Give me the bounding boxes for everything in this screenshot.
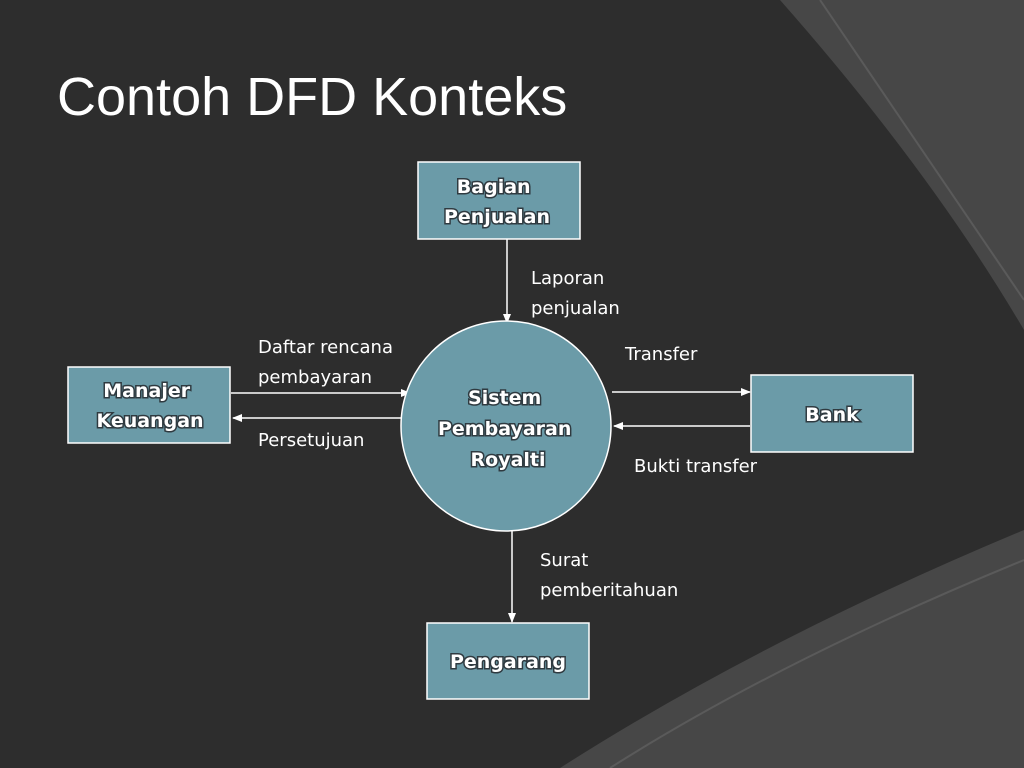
entity-manajer-keuangan-label: Manajer Keuangan	[96, 380, 203, 432]
process-label: Sistem Pembayaran Royalti	[438, 387, 578, 471]
entity-pengarang-label: Pengarang	[450, 651, 566, 673]
entity-bagian-penjualan-box	[417, 161, 581, 240]
flow-label-surat-pemberitahuan: Surat pemberitahuan	[540, 550, 678, 601]
slide-title: Contoh DFD Konteks	[57, 67, 568, 127]
flow-label-laporan-penjualan: Laporan penjualan	[531, 268, 620, 319]
process-circle	[400, 320, 612, 532]
flow-label-daftar-rencana-pembayaran: Daftar rencana pembayaran	[258, 337, 399, 388]
entity-pengarang-box	[426, 622, 590, 700]
entity-bank-label: Bank	[805, 404, 859, 426]
flow-label-bukti-transfer: Bukti transfer	[634, 456, 758, 477]
flow-label-persetujuan: Persetujuan	[258, 430, 364, 451]
entity-bank-box	[750, 374, 914, 453]
entity-manajer-keuangan-box	[67, 366, 231, 444]
entity-bagian-penjualan-label: Bagian Penjualan	[444, 176, 550, 228]
flow-label-transfer: Transfer	[624, 344, 698, 365]
